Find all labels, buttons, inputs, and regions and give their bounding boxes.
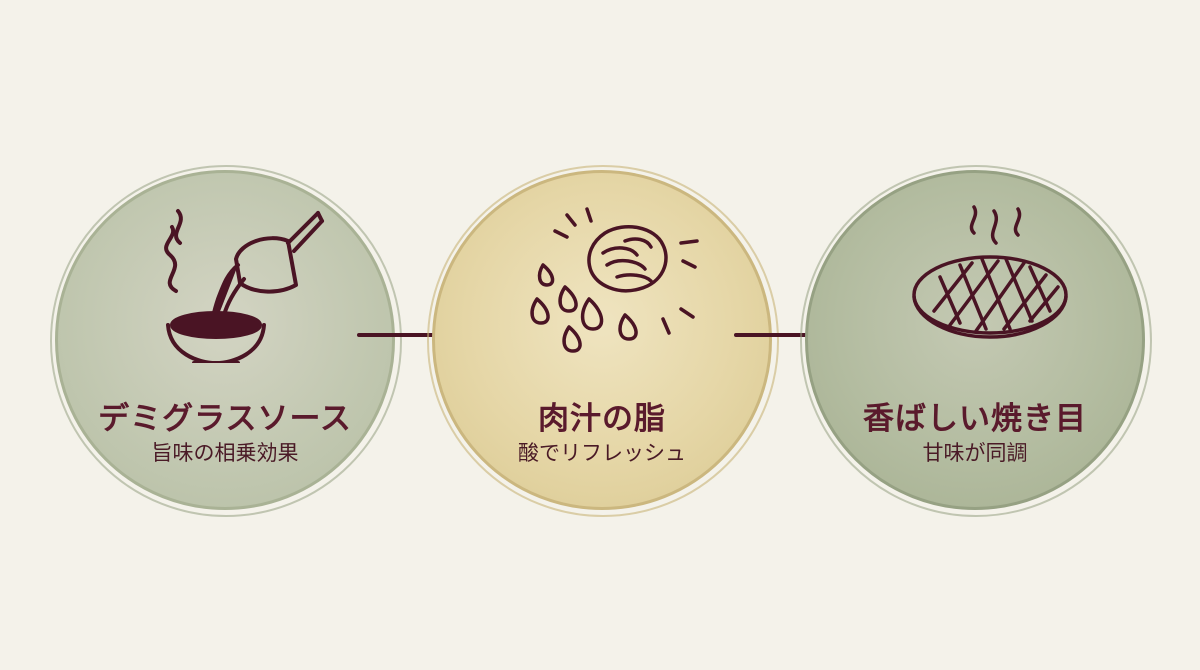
step-title: デミグラスソース — [98, 401, 352, 437]
step-circle-demiglace: デミグラスソース 旨味の相乗効果 — [50, 165, 402, 517]
grilled-patty-icon — [912, 205, 1068, 339]
step-title: 肉汁の脂 — [538, 401, 666, 437]
step-subtitle: 甘味が同調 — [922, 441, 1028, 465]
meat-juice-icon — [530, 207, 699, 353]
step-circle-meat-juice: 肉汁の脂 酸でリフレッシュ — [427, 165, 779, 517]
step-subtitle: 旨味の相乗効果 — [151, 441, 299, 465]
step-subtitle: 酸でリフレッシュ — [518, 441, 686, 465]
sauce-pouring-icon — [164, 209, 324, 363]
circle-ring — [800, 165, 1152, 517]
step-circle-seared-crust: 香ばしい焼き目 甘味が同調 — [800, 165, 1152, 517]
step-title: 香ばしい焼き目 — [863, 401, 1087, 437]
circle-ring — [50, 165, 402, 517]
circle-ring — [427, 165, 779, 517]
